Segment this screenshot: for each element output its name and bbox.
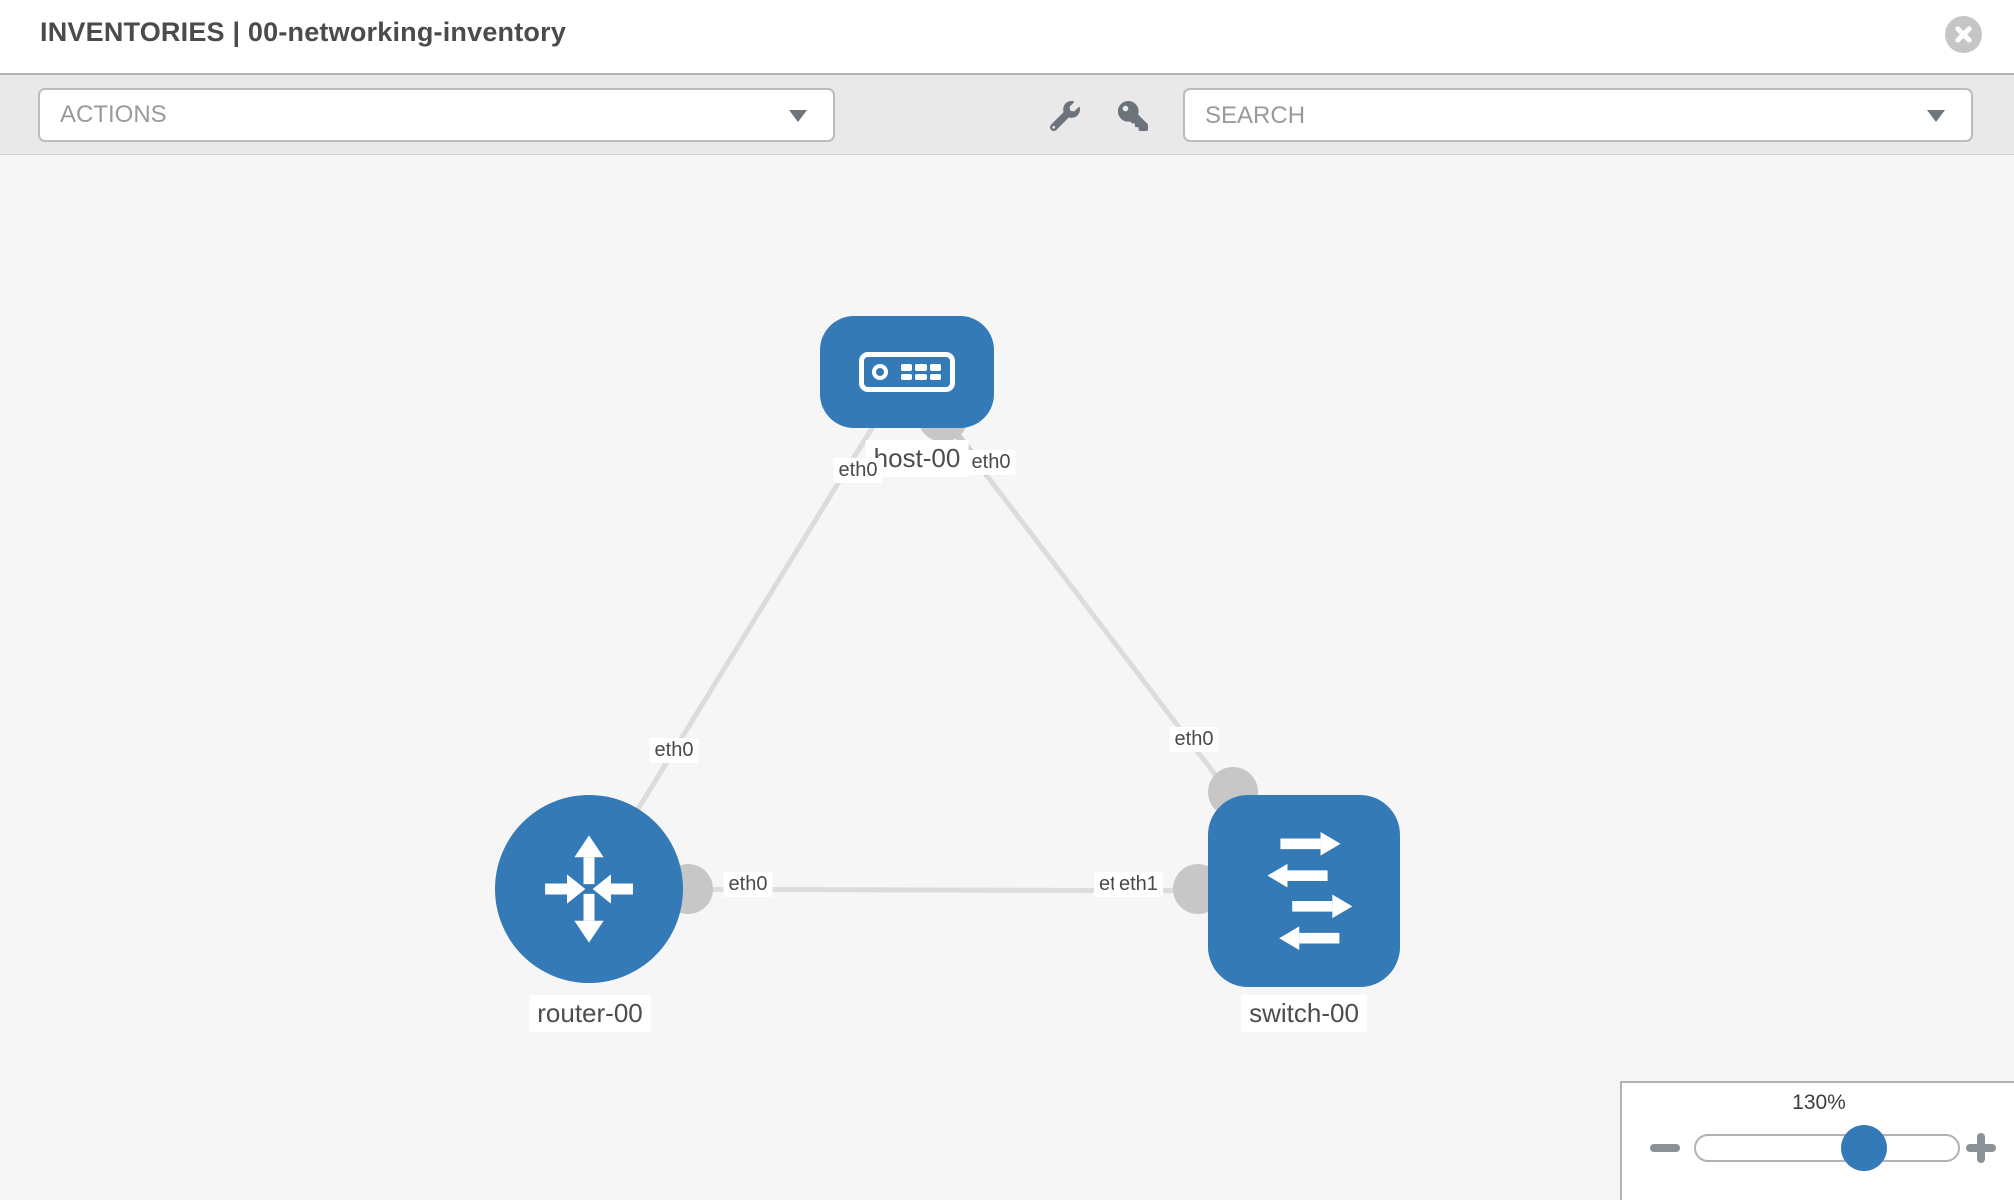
server-icon — [859, 352, 955, 392]
plus-icon — [1977, 1133, 1985, 1163]
chevron-down-icon — [1927, 110, 1945, 122]
node-label-router: router-00 — [529, 995, 651, 1032]
search-dropdown[interactable] — [1183, 88, 1973, 142]
actions-dropdown[interactable]: ACTIONS — [38, 88, 835, 142]
zoom-panel: 130% — [1620, 1081, 2014, 1200]
header-bar: INVENTORIES | 00-networking-inventory — [0, 0, 2014, 73]
node-switch-00[interactable] — [1208, 795, 1400, 987]
iface-label-router-to-host: eth0 — [649, 738, 699, 763]
node-label-switch: switch-00 — [1241, 995, 1367, 1032]
router-arrows-icon — [545, 835, 633, 943]
links-layer — [586, 369, 1306, 914]
close-button[interactable] — [1945, 16, 1982, 53]
zoom-in-button[interactable] — [1966, 1133, 1996, 1163]
zoom-slider-track[interactable] — [1694, 1134, 1960, 1162]
topology-canvas[interactable]: host-00 router-00 switch-00 eth0 eth0 et… — [0, 155, 2014, 1200]
wrench-icon[interactable] — [1050, 101, 1080, 131]
toolbar: ACTIONS — [0, 73, 2014, 155]
chevron-down-icon — [789, 110, 807, 122]
node-label-host: host-00 — [865, 440, 969, 477]
search-input[interactable] — [1203, 92, 1907, 140]
zoom-level-value: 130% — [1792, 1091, 1846, 1114]
iface-label-router-to-switch: eth0 — [723, 872, 773, 897]
server-vents-icon — [901, 364, 941, 380]
switch-arrows-icon — [1267, 832, 1353, 950]
key-icon[interactable] — [1118, 101, 1148, 131]
server-led-icon — [872, 364, 888, 380]
iface-label-switch-to-host: eth0 — [1169, 727, 1219, 752]
zoom-out-button[interactable] — [1650, 1144, 1680, 1152]
zoom-slider-handle[interactable] — [1841, 1125, 1887, 1171]
actions-dropdown-label: ACTIONS — [60, 101, 167, 128]
link-host-router[interactable] — [586, 369, 910, 891]
page-title: INVENTORIES | 00-networking-inventory — [40, 17, 567, 47]
node-host-00[interactable] — [820, 316, 994, 428]
iface-label-host-to-router: eth0 — [833, 458, 883, 483]
iface-label-host-to-switch: eth0 — [966, 450, 1016, 475]
iface-label-switch-to-router: eth1 — [1114, 872, 1163, 897]
node-router-00[interactable] — [495, 795, 683, 983]
